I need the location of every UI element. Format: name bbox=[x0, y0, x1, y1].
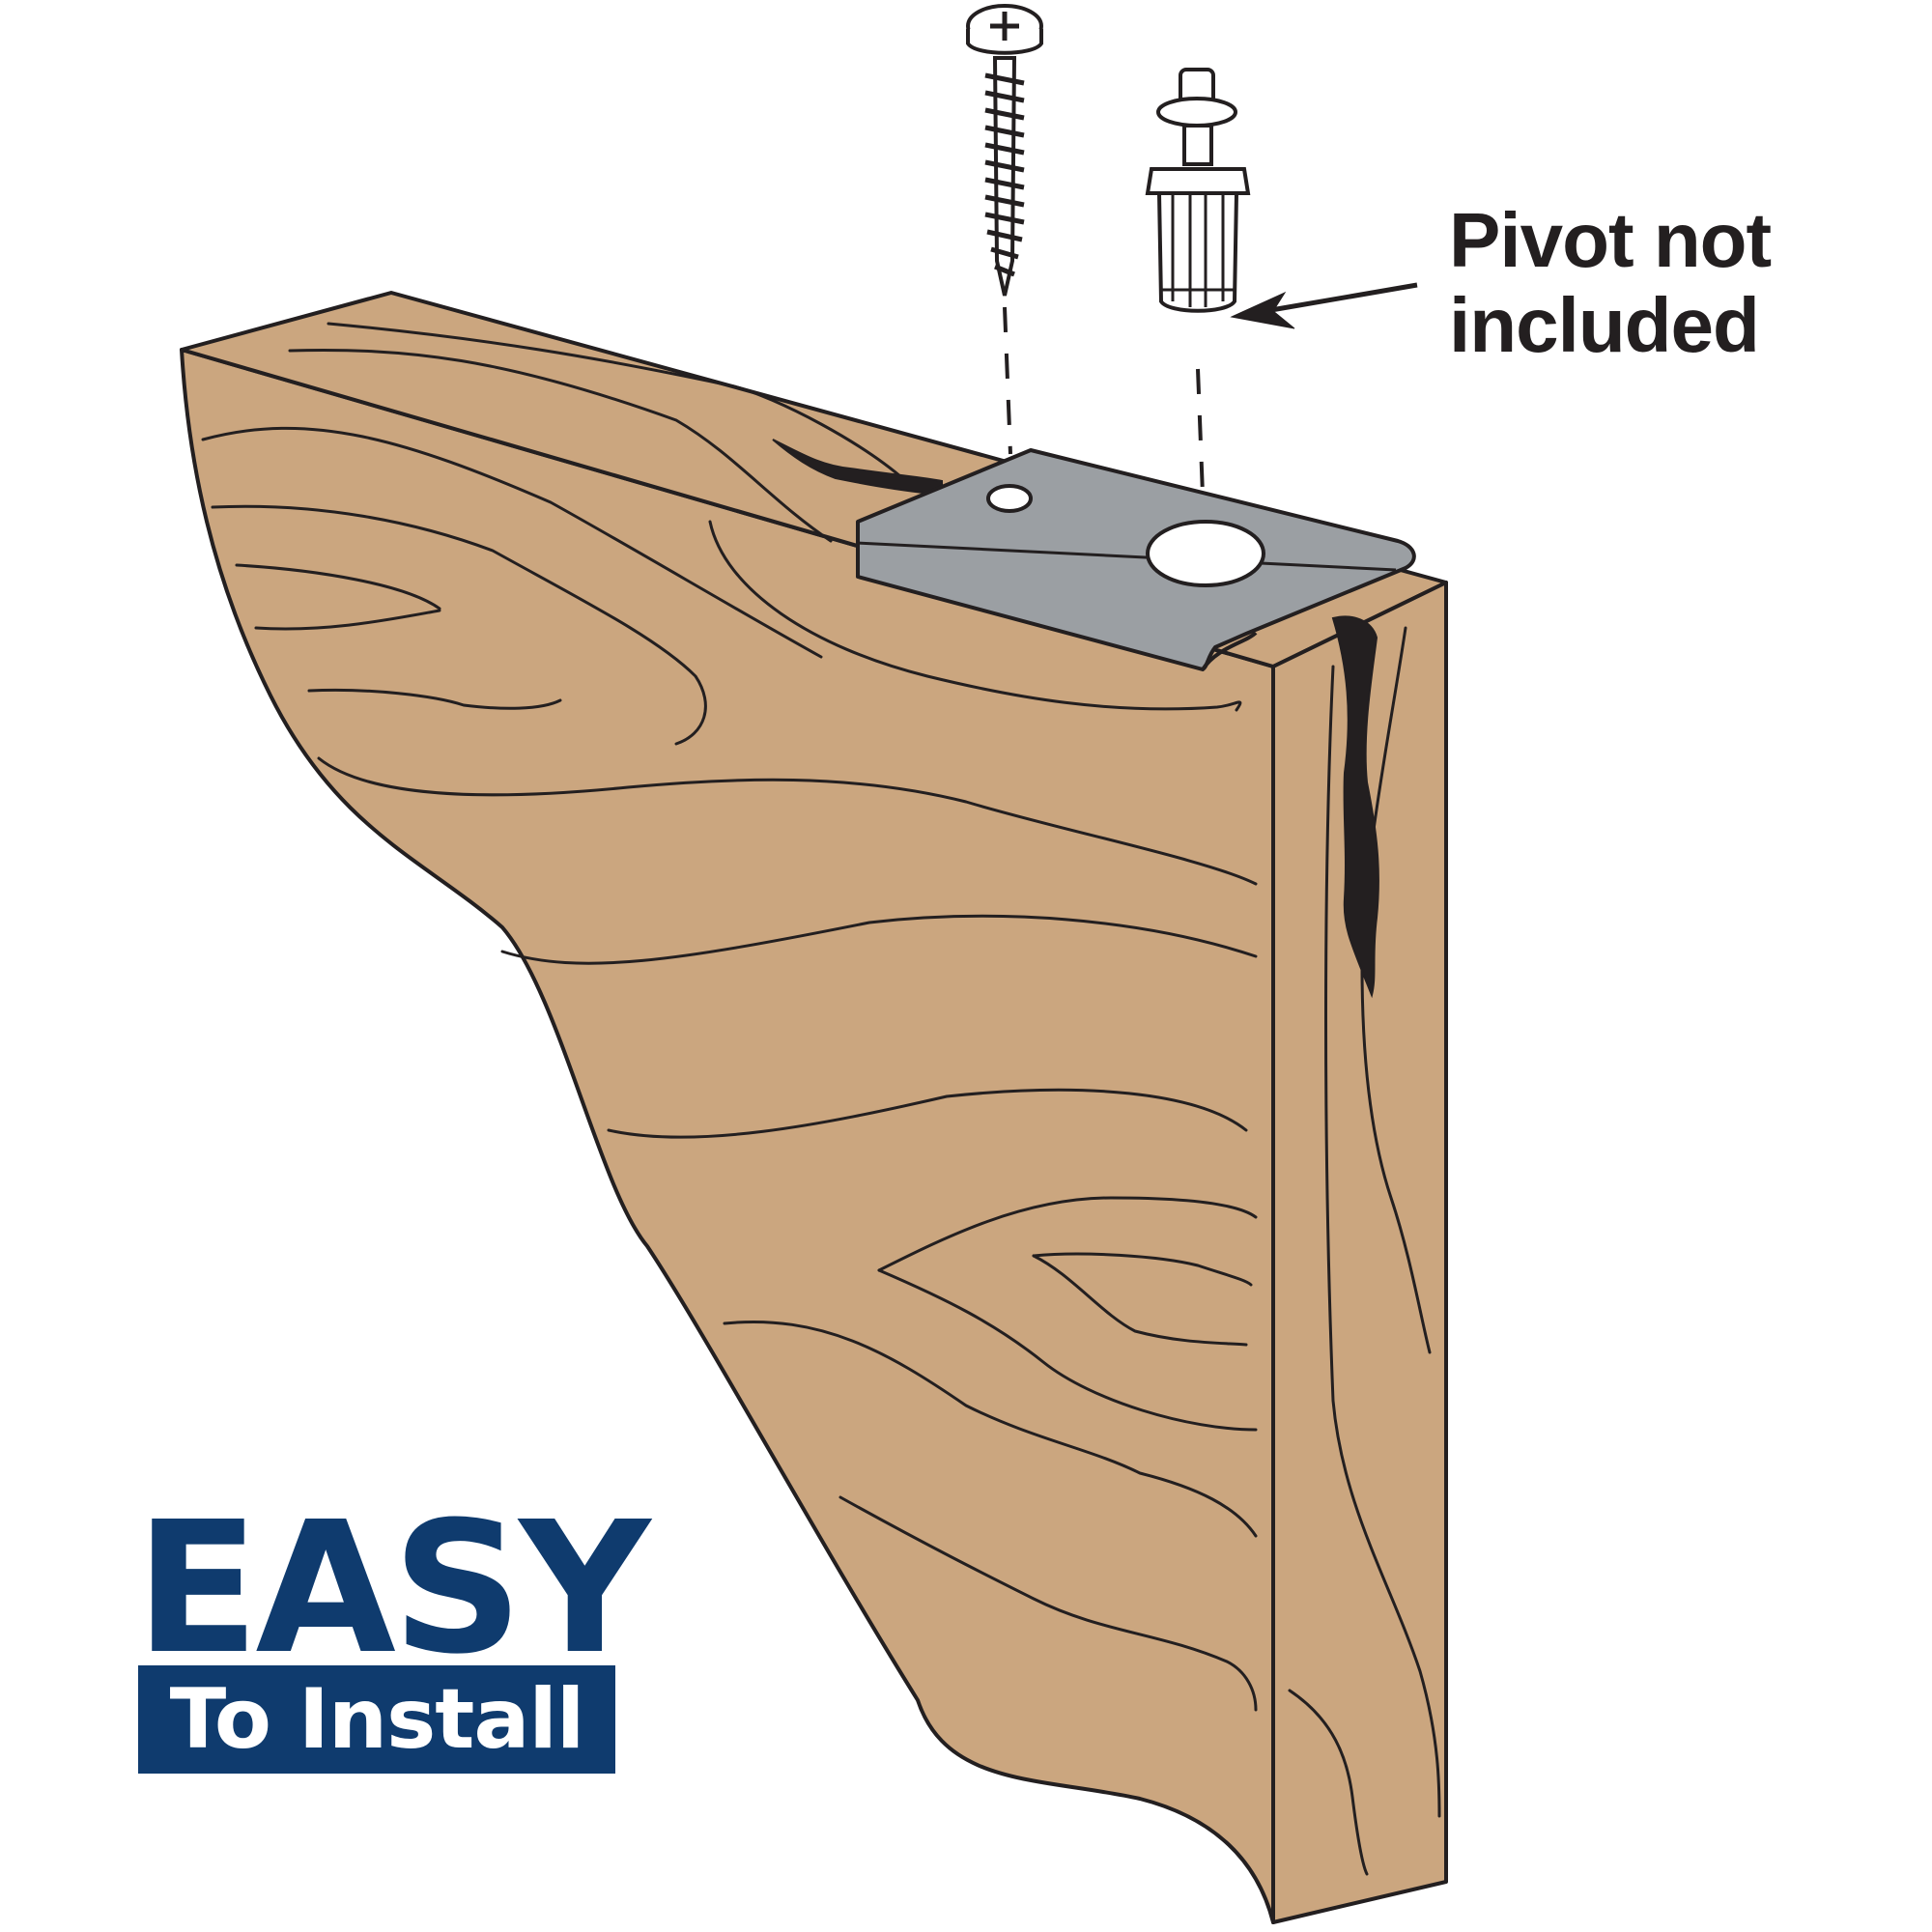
pivot-callout: Pivot not included bbox=[1449, 197, 1772, 368]
screw-icon bbox=[966, 4, 1043, 297]
easy-badge-title: EASY bbox=[135, 1483, 650, 1694]
pivot-icon bbox=[1145, 68, 1251, 313]
screw-hole bbox=[986, 484, 1033, 513]
alignment-guides bbox=[1003, 306, 1208, 571]
pivot-hole bbox=[1146, 520, 1265, 587]
wood-side-face bbox=[1271, 581, 1448, 1924]
callout-line-2: included bbox=[1449, 282, 1760, 368]
pivot-guide-line bbox=[1196, 368, 1208, 571]
mounting-plate bbox=[856, 448, 1416, 671]
easy-badge-subtitle: To Install bbox=[138, 1665, 615, 1774]
callout-line-1: Pivot not bbox=[1449, 197, 1772, 283]
screw-guide-line bbox=[1003, 306, 1012, 455]
wood-grain bbox=[201, 322, 1441, 1876]
wood-crack bbox=[772, 439, 1379, 999]
callout-arrow bbox=[1230, 282, 1418, 329]
